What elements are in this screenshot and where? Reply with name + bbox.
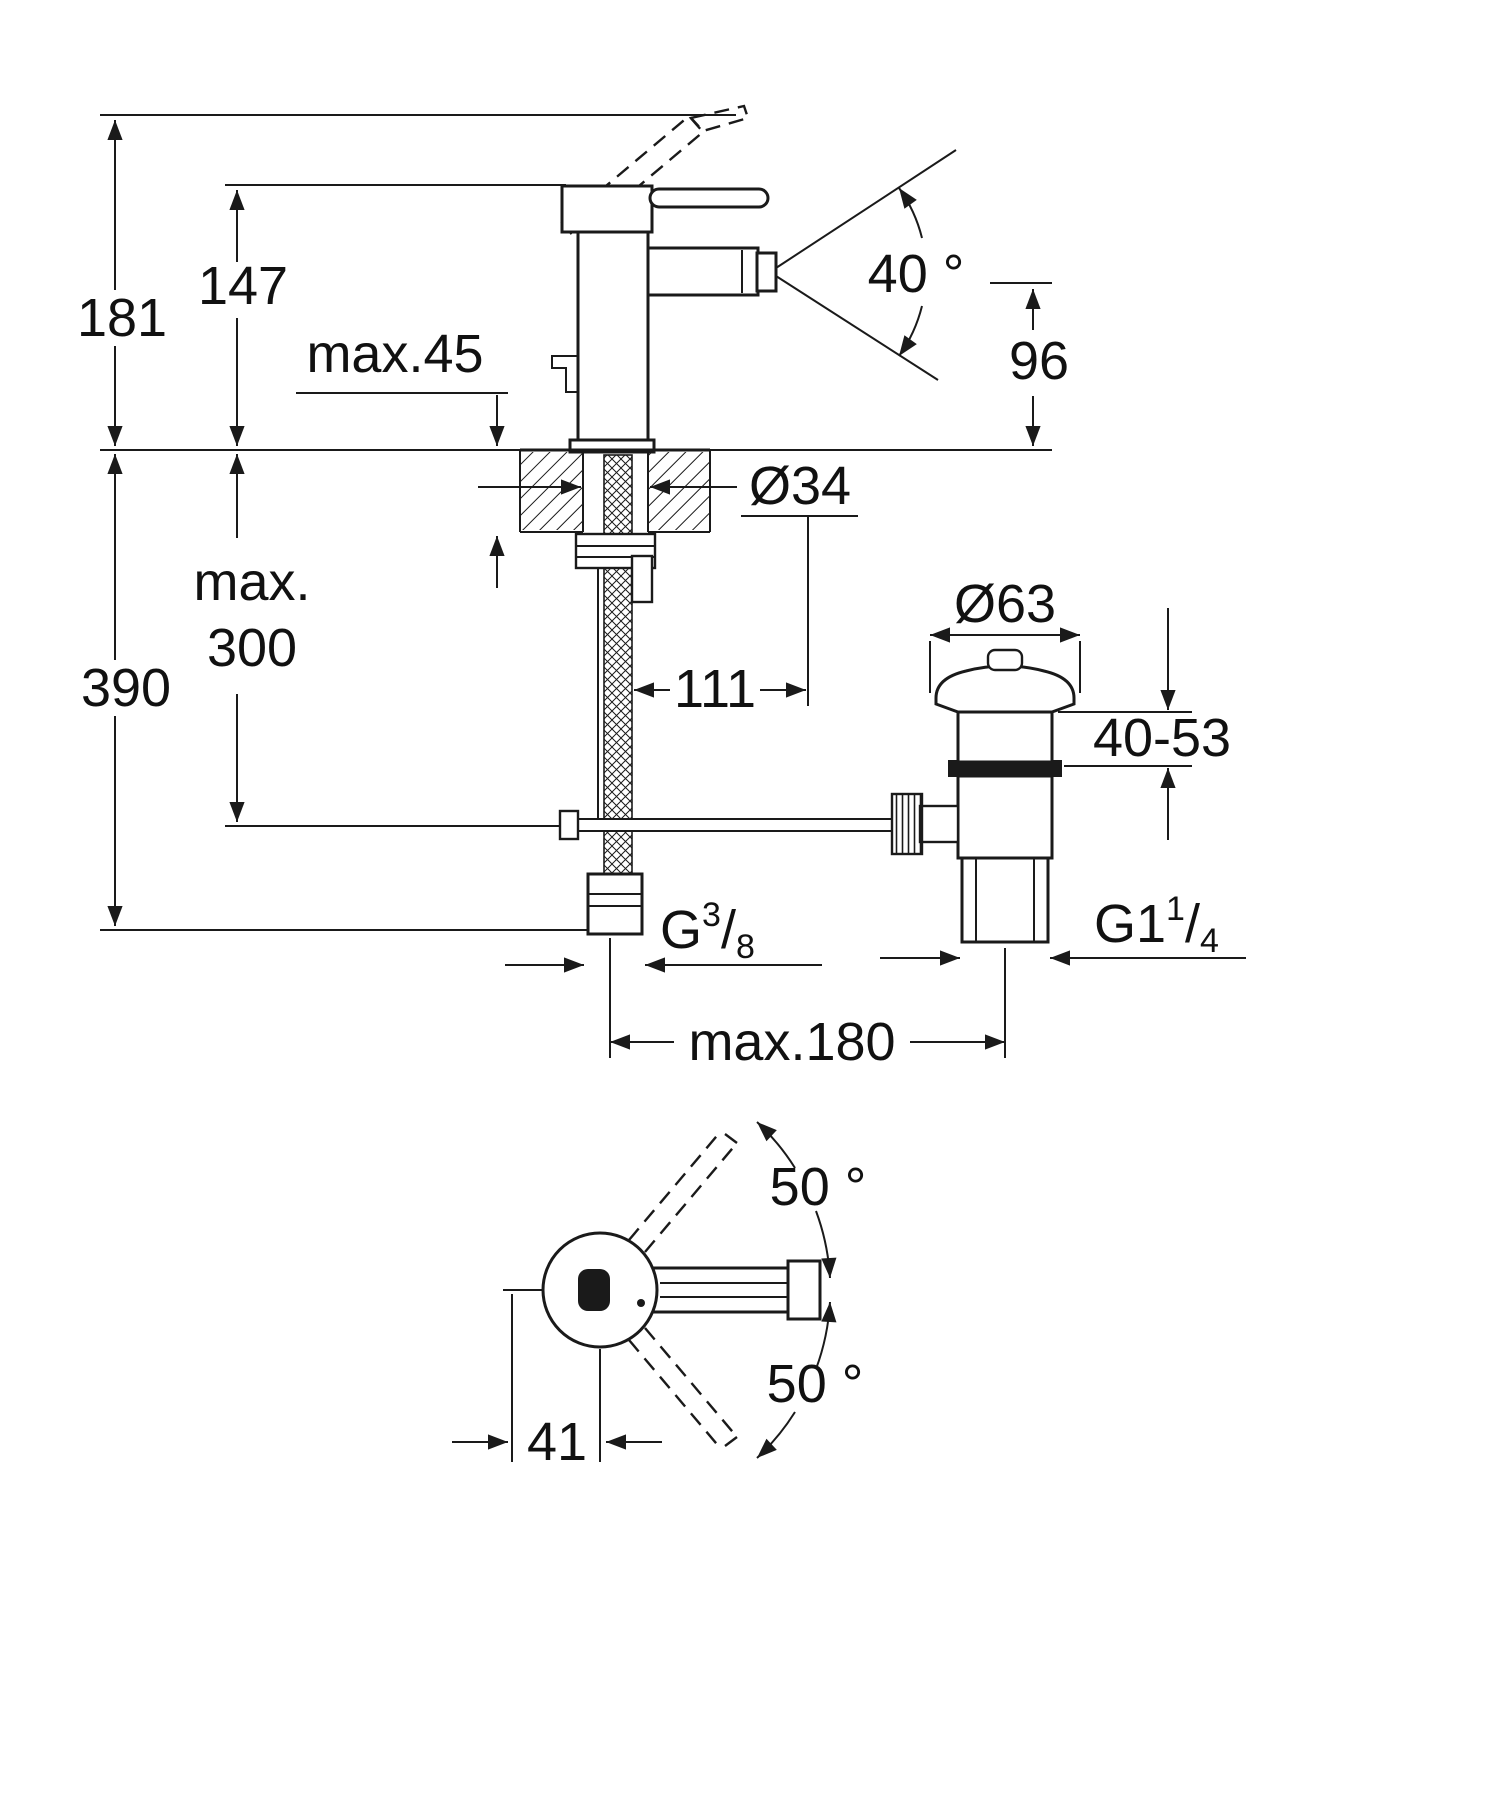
waste-flange-dome: [934, 664, 1076, 714]
spout-aerator: [755, 251, 778, 293]
popup-rod-knob: [551, 355, 578, 393]
dim-swing-down-label: 50 °: [767, 1354, 864, 1414]
mounting-deck: [519, 448, 711, 533]
dim-lever-offset-label: 41: [527, 1412, 587, 1472]
popup-linkage-rod: [558, 809, 892, 841]
thread-waste-slash: /: [1185, 894, 1200, 954]
thread-supply-slash: /: [721, 900, 736, 960]
dim-swing-up-label: 50 °: [770, 1157, 867, 1217]
spray-angle-label: 40 °: [868, 244, 965, 304]
thread-supply-label: G3/8: [660, 896, 755, 966]
faucet-cap: [560, 184, 654, 234]
dim-body-height-label: 147: [198, 256, 288, 316]
waste-upper-body: [956, 710, 1054, 764]
dim-hose-depth-value: 300: [207, 618, 297, 678]
dim-flange-diameter: Ø63: [929, 574, 1081, 693]
faucet-lever: [648, 187, 770, 209]
faucet-top-view: 50 ° 50 °: [503, 1121, 867, 1459]
thread-waste-callout: G11/4: [880, 890, 1246, 966]
under-deck-assembly: [574, 454, 657, 936]
thread-supply-prefix: G: [660, 900, 702, 960]
mounting-nut: [574, 532, 657, 570]
dim-hose-depth: max. 300: [193, 454, 311, 822]
dim-total-height: 181: [77, 120, 167, 446]
dim-hose-depth-word: max.: [193, 552, 310, 612]
deck-hatch-right: [648, 452, 709, 530]
dim-clamping-range-label: 40-53: [1093, 708, 1231, 768]
waste-knurled-knob: [890, 792, 924, 856]
spray-angle-detail: 40 °: [775, 149, 965, 381]
thread-waste-label: G11/4: [1094, 890, 1219, 960]
faucet-spout: [646, 246, 760, 297]
dim-rod-reach: max.180: [609, 938, 1006, 1072]
hose-connector-block: [630, 554, 654, 604]
lever-raised-dashed-outline: [560, 114, 705, 241]
faucet-body: [576, 230, 650, 452]
waste-side-port: [918, 804, 960, 844]
dim-deck-thickness-label: max.45: [306, 324, 483, 384]
deck-hatch-left: [521, 452, 583, 530]
braided-hose: [603, 454, 633, 876]
thread-waste-numerator: 1: [1166, 890, 1185, 928]
topview-pin: [637, 1299, 645, 1307]
thread-waste-denominator: 4: [1200, 922, 1219, 960]
thread-supply-callout: G3/8: [505, 896, 822, 973]
thread-waste-prefix: G1: [1094, 894, 1166, 954]
rod-clevis: [558, 809, 580, 841]
waste-rubber-washer: [948, 760, 1062, 777]
topview-lever-end: [786, 1259, 822, 1321]
dim-spout-height: 96: [1009, 289, 1069, 446]
dim-overall-depth-label: 390: [81, 658, 171, 718]
topview-lever-down-dashed: [628, 1327, 738, 1450]
dim-hole-diameter: Ø34: [478, 456, 858, 706]
dim-clamping-range: 40-53: [1058, 608, 1231, 840]
dim-flange-diameter-label: Ø63: [954, 574, 1056, 634]
dim-center-distance: 111: [634, 659, 806, 719]
topview-lever-up-dashed: [628, 1130, 738, 1253]
thread-supply-numerator: 3: [702, 896, 721, 934]
thread-supply-denominator: 8: [736, 928, 755, 966]
waste-plug-knob: [986, 648, 1024, 672]
hose-end-fitting: [586, 872, 644, 936]
dim-total-height-label: 181: [77, 288, 167, 348]
popup-waste-assembly: [890, 648, 1076, 944]
dim-rod-reach-label: max.180: [688, 1012, 895, 1072]
dim-spout-height-label: 96: [1009, 331, 1069, 391]
dim-deck-thickness: max.45: [296, 324, 508, 588]
dim-center-distance-label: 111: [674, 659, 756, 719]
dim-overall-depth: 390: [81, 454, 171, 926]
dim-lever-offset: 41: [452, 1294, 662, 1472]
waste-tailpiece: [960, 856, 1050, 944]
topview-spout-opening: [578, 1269, 610, 1311]
lever-raised-rod-dashed: [688, 104, 750, 133]
waste-lower-body: [956, 774, 1054, 860]
faucet-side-view: [551, 104, 778, 454]
dim-hole-diameter-label: Ø34: [749, 456, 851, 516]
dim-body-height: 147: [198, 190, 288, 446]
